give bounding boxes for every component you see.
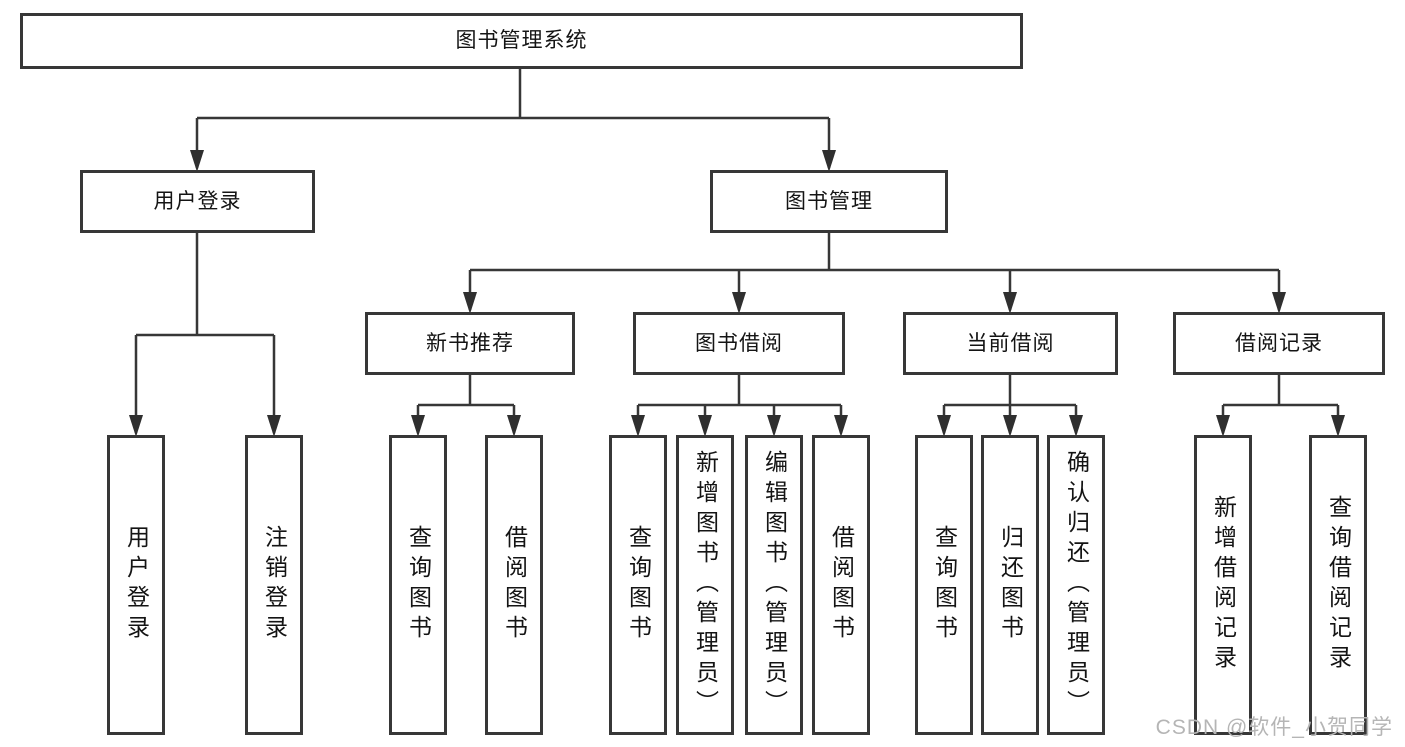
arrowhead-icons [129,150,1345,437]
leaf-user-login-label: 用户登录 [123,525,150,645]
node-book-borrow: 图书借阅 [633,312,845,375]
leaf-query-borrow-record-label: 查询借阅记录 [1325,495,1352,675]
leaf-user-login: 用户登录 [107,435,165,735]
leaf-query-books-current: 查询图书 [915,435,973,735]
node-book-borrow-label: 图书借阅 [695,331,783,355]
watermark: CSDN @软件_小贺同学 [1155,716,1393,739]
leaf-borrow-books-borrow: 借阅图书 [812,435,870,735]
leaf-query-books-borrow: 查询图书 [609,435,667,735]
node-current-borrow: 当前借阅 [903,312,1118,375]
node-book-management-label: 图书管理 [785,189,873,213]
node-root: 图书管理系统 [20,13,1023,69]
leaf-query-books-borrow-label: 查询图书 [625,525,652,645]
leaf-add-books-admin-label: 新增图书（管理员） [692,450,719,720]
leaf-query-books-recommend-label: 查询图书 [405,525,432,645]
node-book-management: 图书管理 [710,170,948,233]
leaf-confirm-return-admin-label: 确认归还（管理员） [1063,450,1090,720]
node-borrow-records-label: 借阅记录 [1235,331,1323,355]
leaf-borrow-books-recommend: 借阅图书 [485,435,543,735]
leaf-logout: 注销登录 [245,435,303,735]
leaf-logout-label: 注销登录 [261,525,288,645]
leaf-add-books-admin: 新增图书（管理员） [676,435,734,735]
leaf-borrow-books-recommend-label: 借阅图书 [501,525,528,645]
leaf-return-books-label: 归还图书 [997,525,1024,645]
leaf-query-books-recommend: 查询图书 [389,435,447,735]
leaf-add-borrow-record-label: 新增借阅记录 [1210,495,1237,675]
node-borrow-records: 借阅记录 [1173,312,1385,375]
leaf-return-books: 归还图书 [981,435,1039,735]
node-user-login: 用户登录 [80,170,315,233]
node-root-label: 图书管理系统 [455,29,588,53]
leaf-query-borrow-record: 查询借阅记录 [1309,435,1367,735]
leaf-confirm-return-admin: 确认归还（管理员） [1047,435,1105,735]
leaf-borrow-books-borrow-label: 借阅图书 [828,525,855,645]
leaf-add-borrow-record: 新增借阅记录 [1194,435,1252,735]
node-current-borrow-label: 当前借阅 [966,331,1055,355]
node-new-book-recommend-label: 新书推荐 [426,331,514,355]
leaf-edit-books-admin: 编辑图书（管理员） [745,435,803,735]
leaf-edit-books-admin-label: 编辑图书（管理员） [761,450,788,720]
node-user-login-label: 用户登录 [153,189,242,213]
node-new-book-recommend: 新书推荐 [365,312,575,375]
leaf-query-books-current-label: 查询图书 [931,525,958,645]
